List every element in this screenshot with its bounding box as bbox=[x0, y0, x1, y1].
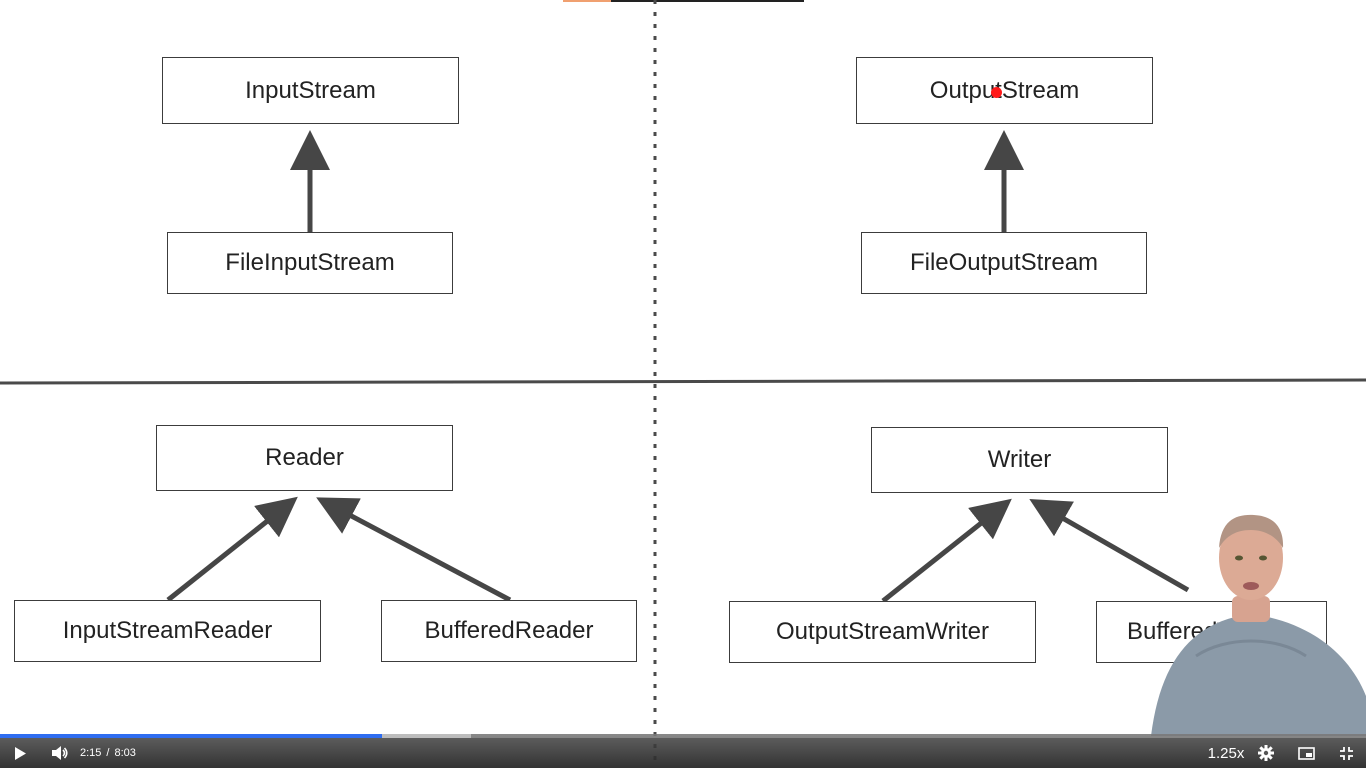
time-display: 2:15 / 8:03 bbox=[80, 738, 136, 768]
volume-icon bbox=[52, 746, 68, 760]
volume-button[interactable] bbox=[48, 738, 72, 768]
slide-top-line bbox=[611, 0, 804, 2]
player-controls: 2:15 / 8:03 1.25x bbox=[0, 734, 1366, 768]
reader-box: Reader bbox=[156, 425, 453, 491]
inputstreamreader-box: InputStreamReader bbox=[14, 600, 321, 662]
arrow-inputstreamreader-reader bbox=[166, 496, 298, 602]
fileinputstream-label: FileInputStream bbox=[225, 249, 395, 276]
arrow-bufferedwriter-writer bbox=[1029, 499, 1190, 593]
picture-in-picture-icon bbox=[1297, 746, 1315, 760]
fileoutputstream-box: FileOutputStream bbox=[861, 232, 1147, 294]
outputstream-label: OutputStream bbox=[929, 76, 1080, 104]
playback-speed-button[interactable]: 1.25x bbox=[1207, 744, 1245, 762]
pip-button[interactable] bbox=[1295, 738, 1317, 768]
arrow-bufferedreader-reader bbox=[316, 497, 512, 603]
outputstreamwriter-label: OutputStreamWriter bbox=[776, 618, 989, 645]
bufferedreader-box: BufferedReader bbox=[381, 600, 637, 662]
writer-label: Writer bbox=[987, 446, 1052, 473]
pointer-dot bbox=[991, 87, 1002, 98]
gear-icon bbox=[1258, 745, 1274, 761]
play-button[interactable] bbox=[8, 738, 32, 768]
inputstream-box: InputStream bbox=[162, 57, 459, 124]
horizontal-divider bbox=[0, 378, 1366, 385]
fileinputstream-box: FileInputStream bbox=[167, 232, 453, 294]
outputstreamwriter-box: OutputStreamWriter bbox=[729, 601, 1036, 663]
progress-bar[interactable] bbox=[0, 734, 1366, 738]
current-time: 2:15 bbox=[80, 747, 102, 759]
slide-top-accent bbox=[563, 0, 611, 2]
fileoutputstream-label: FileOutputStream bbox=[909, 249, 1099, 276]
writer-box: Writer bbox=[871, 427, 1168, 493]
time-separator: / bbox=[106, 747, 110, 759]
arrow-outputstreamwriter-writer bbox=[881, 498, 1012, 603]
exit-fullscreen-button[interactable] bbox=[1336, 738, 1356, 768]
outputstream-box: OutputStream bbox=[856, 57, 1153, 124]
bufferedwriter-label: BufferedWriter bbox=[1127, 618, 1281, 645]
duration: 8:03 bbox=[114, 747, 136, 759]
play-icon bbox=[15, 746, 26, 760]
reader-label: Reader bbox=[265, 444, 344, 471]
exit-fullscreen-icon bbox=[1339, 746, 1353, 760]
bufferedreader-label: BufferedReader bbox=[424, 617, 594, 644]
inputstreamreader-label: InputStreamReader bbox=[62, 617, 273, 644]
progress-played bbox=[0, 734, 383, 738]
bufferedwriter-box: BufferedWriter bbox=[1096, 601, 1327, 663]
settings-button[interactable] bbox=[1255, 738, 1277, 768]
inputstream-label: InputStream bbox=[245, 76, 376, 104]
